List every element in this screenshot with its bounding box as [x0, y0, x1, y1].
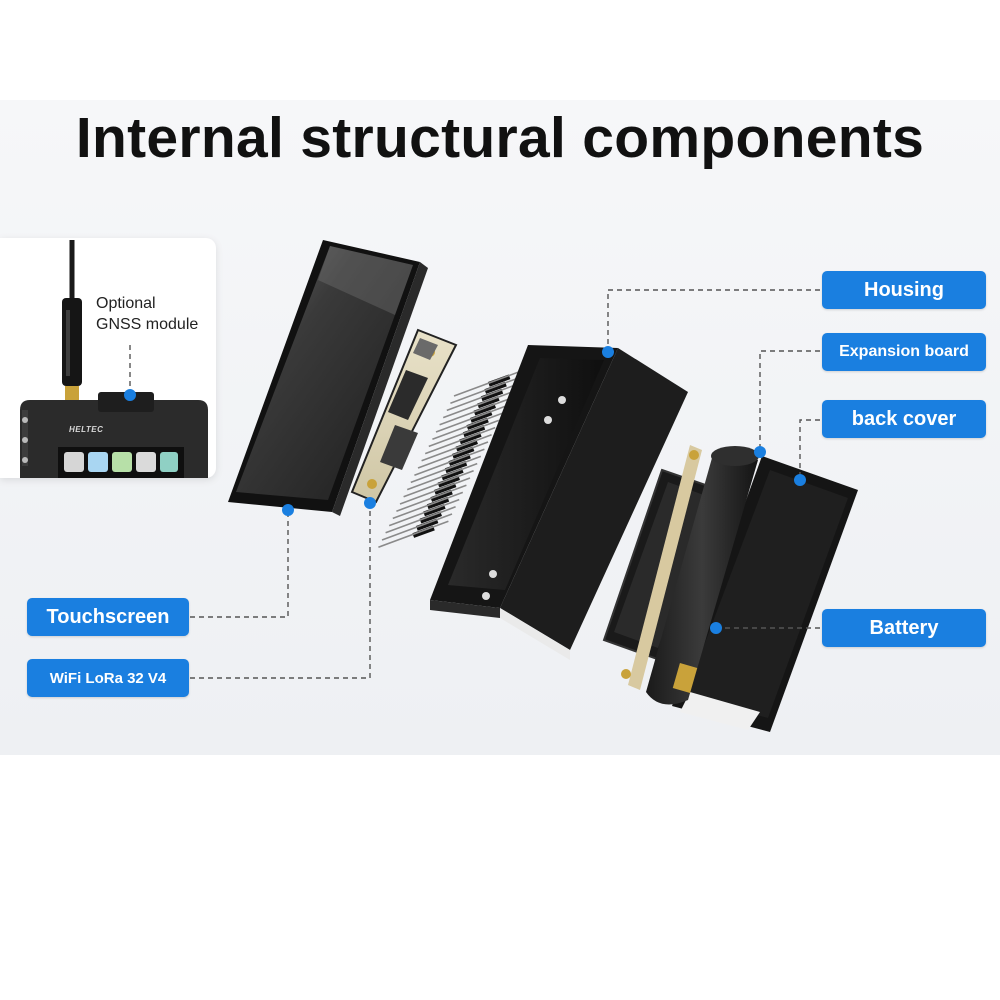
lora-board: [350, 328, 458, 504]
back-cover-dot: [794, 474, 806, 486]
label-back-cover: back cover: [822, 400, 986, 438]
label-battery: Battery: [822, 609, 986, 647]
housing-dot: [602, 346, 614, 358]
back-cover-leader: [799, 419, 820, 480]
device-icon: [20, 392, 208, 478]
pin-header: [378, 369, 525, 548]
label-housing: Housing: [822, 271, 986, 309]
touchscreen-dot: [282, 504, 294, 516]
page-title: Internal structural components: [75, 106, 925, 170]
antenna-icon: [62, 240, 82, 402]
brand-logo: HELTEC: [69, 425, 104, 434]
lora-dot: [364, 497, 376, 509]
battery-cell: [646, 446, 759, 705]
label-expansion-board: Expansion board: [822, 333, 986, 371]
anchor-dots: [282, 346, 806, 634]
housing-shell: [430, 345, 688, 660]
label-touchscreen: Touchscreen: [27, 598, 189, 636]
housing-leader: [607, 289, 820, 352]
back-cover-plate: [672, 456, 858, 732]
label-wifi-lora: WiFi LoRa 32 V4: [27, 659, 189, 697]
gnss-caption: Optional GNSS module: [96, 295, 199, 333]
expansion-dot: [754, 446, 766, 458]
expansion-leader: [759, 350, 820, 452]
gnss-leader: [124, 345, 136, 401]
touchscreen-leader: [190, 510, 289, 618]
lora-leader: [190, 503, 371, 679]
expansion-board: [602, 445, 722, 690]
touchscreen-panel: [228, 240, 428, 516]
leader-lines: [190, 289, 820, 679]
battery-dot: [710, 622, 722, 634]
